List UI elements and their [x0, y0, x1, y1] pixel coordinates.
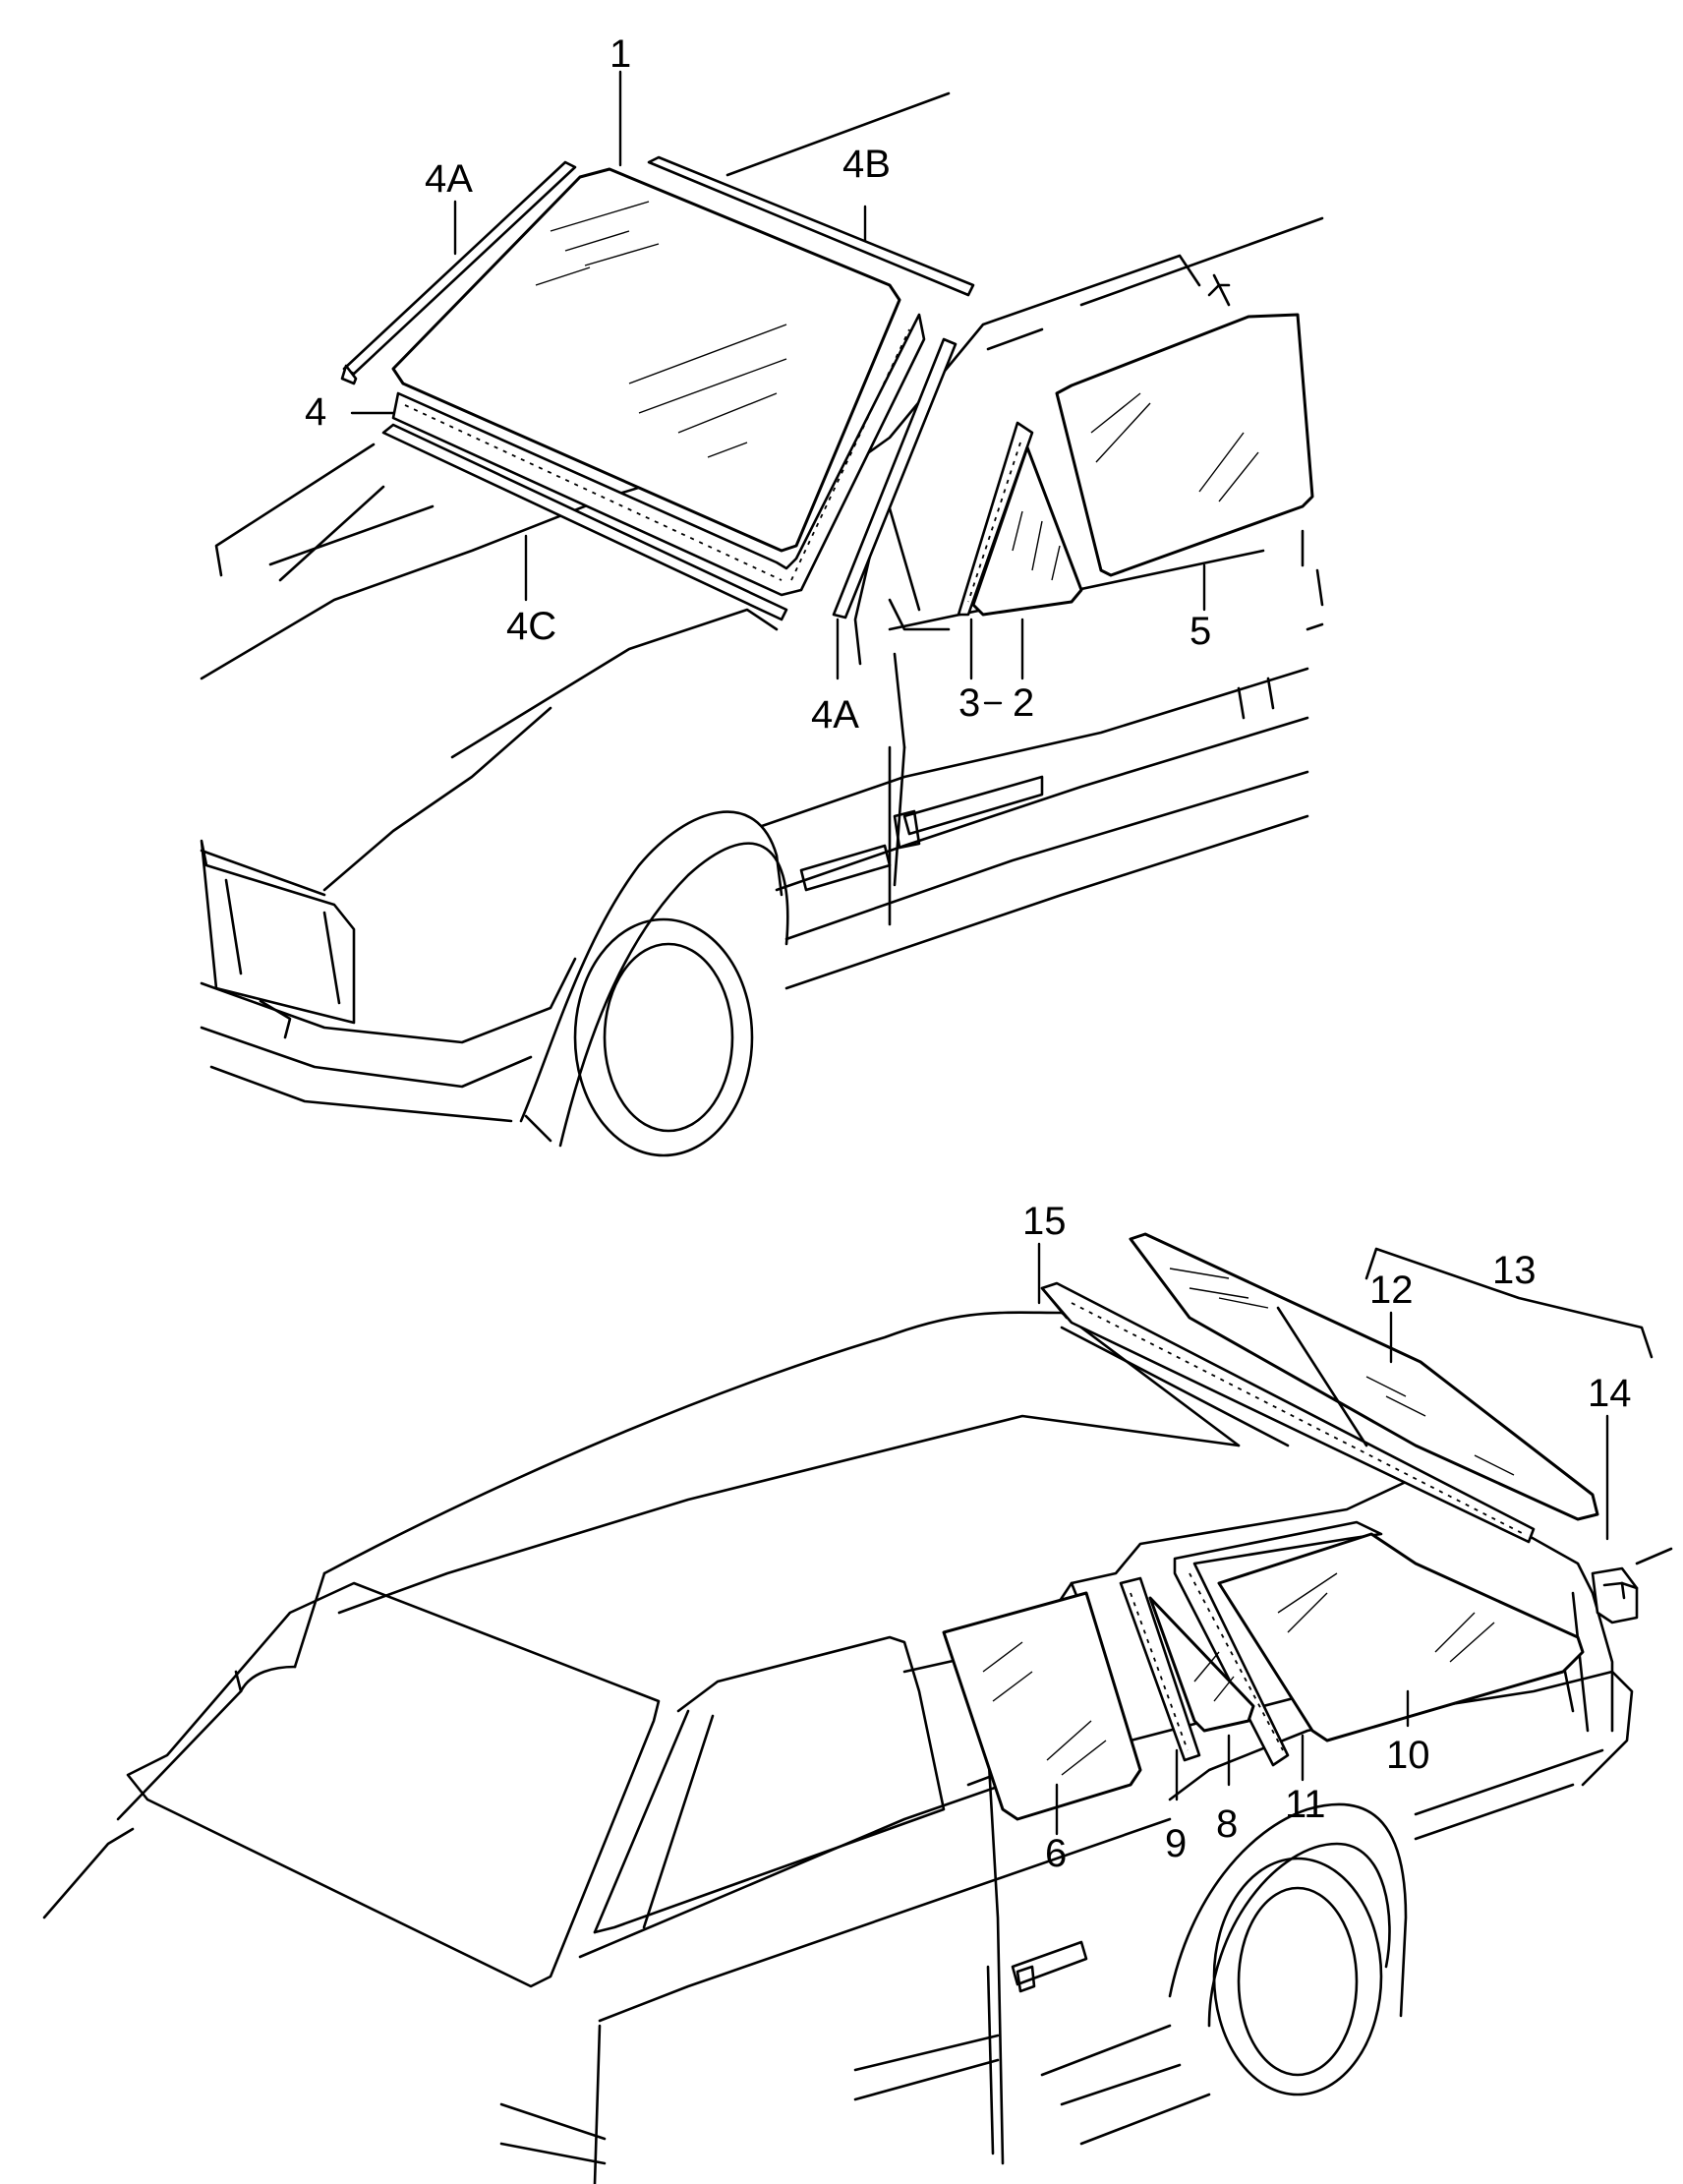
quarter-light-glass-part-2 [971, 445, 1083, 617]
front-car-view [200, 70, 1324, 1157]
side-moulding-part-4A [340, 160, 577, 385]
callout-9: 9 [1165, 1822, 1187, 1865]
door-glass-part-5 [1055, 313, 1314, 577]
rear-door-quarter-glass-part-8 [1148, 1596, 1255, 1733]
callout-5: 5 [1190, 610, 1211, 653]
side-moulding-part-4A-pillar [832, 337, 958, 620]
callout-2: 2 [1013, 681, 1034, 725]
rear-door-glass-part-6 [942, 1591, 1142, 1821]
callout-labels: 1 4A 4B 4 4C 4A 3 2 5 15 12 13 14 10 11 … [305, 32, 1632, 1875]
windscreen-seal-part-4 [391, 313, 926, 597]
callout-12: 12 [1369, 1269, 1414, 1312]
callout-13: 13 [1492, 1249, 1537, 1292]
callout-14: 14 [1588, 1372, 1632, 1415]
quarter-light-seal-part-3 [957, 421, 1034, 617]
callout-4B: 4B [842, 143, 891, 186]
callout-8: 8 [1216, 1802, 1238, 1846]
callout-4A-lower: 4A [811, 693, 859, 737]
rubber-buffer-part-14 [1591, 1547, 1673, 1624]
callout-4A-upper: 4A [425, 157, 473, 201]
rear-side-glass-part-10 [1217, 1532, 1585, 1742]
top-moulding-part-4B [647, 155, 975, 297]
callout-11: 11 [1285, 1783, 1326, 1826]
callout-4: 4 [305, 390, 326, 434]
callout-4C: 4C [506, 605, 556, 648]
rear-car-view [42, 1232, 1673, 2184]
rear-door-seal-part-9 [1119, 1576, 1201, 1762]
rear-side-seal-part-11 [1173, 1520, 1383, 1767]
callout-10: 10 [1386, 1734, 1430, 1777]
callout-15: 15 [1022, 1200, 1067, 1243]
roof-moulding-part-15 [1040, 1281, 1536, 1544]
callout-6: 6 [1045, 1832, 1067, 1875]
rear-window-part-12 [1129, 1232, 1599, 1521]
callout-3: 3 [958, 681, 980, 725]
windscreen-glass-part-1 [391, 167, 901, 553]
lower-moulding-part-4C [381, 423, 788, 621]
callout-1: 1 [609, 32, 631, 76]
